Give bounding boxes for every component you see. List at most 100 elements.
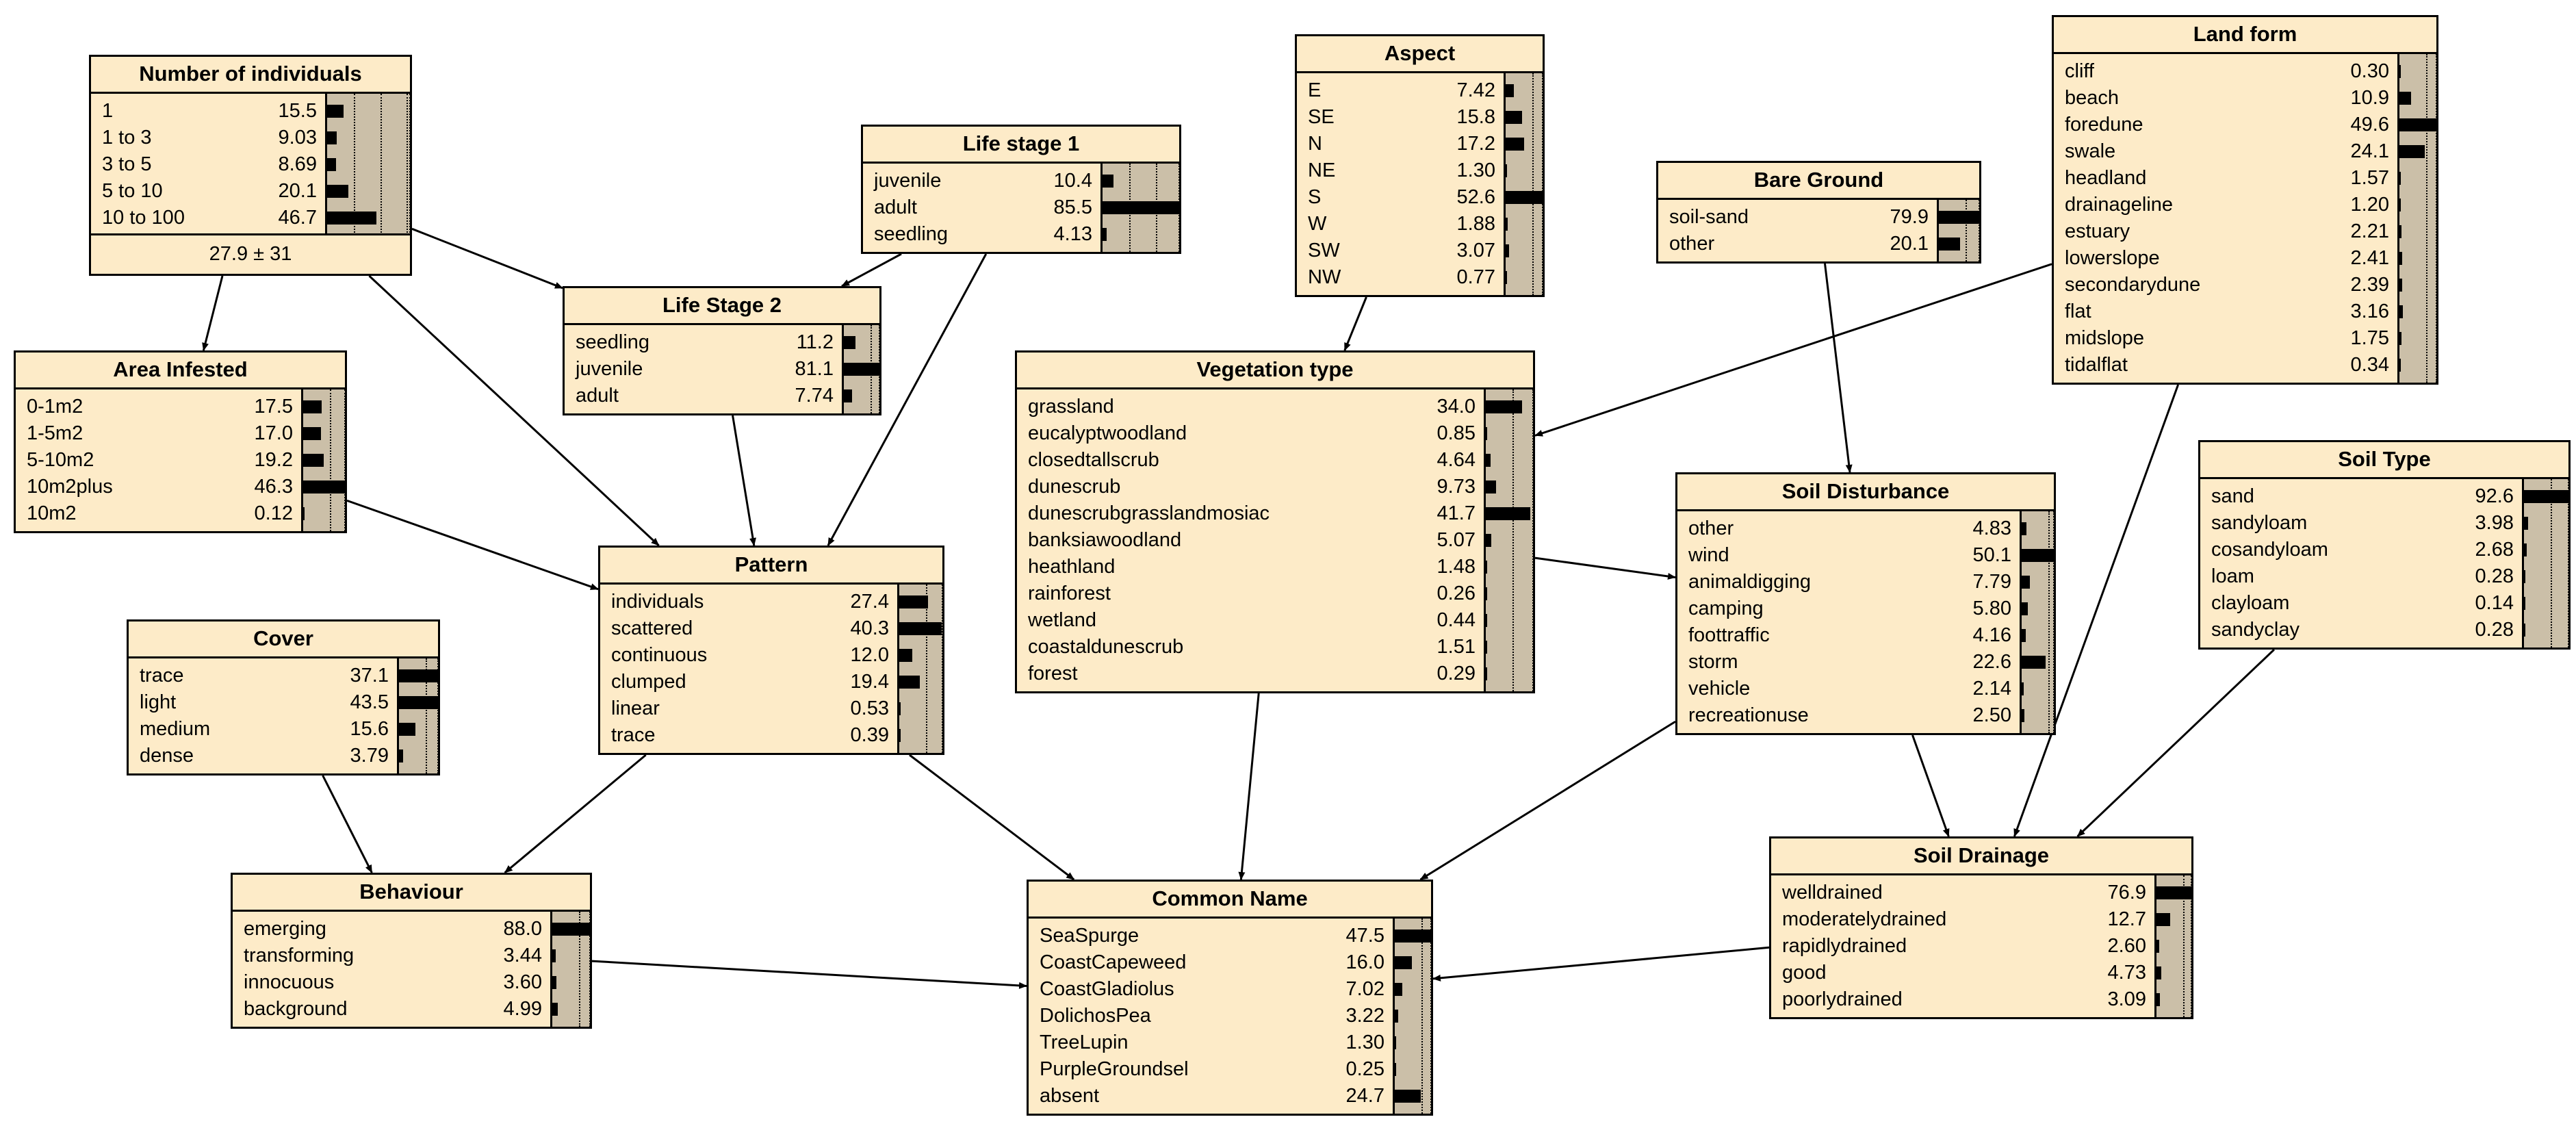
node-bare-ground[interactable]: Bare Groundsoil-sand79.9other20.1 — [1656, 161, 1981, 264]
state-row[interactable]: trace0.39 — [600, 722, 942, 749]
state-row[interactable]: storm22.6 — [1677, 649, 2054, 676]
node-cover[interactable]: Covertrace37.1light43.5medium15.6dense3.… — [127, 619, 440, 776]
node-life-stage-1[interactable]: Life stage 1juvenile10.4adult85.5seedlin… — [861, 125, 1181, 254]
state-row[interactable]: 1-5m217.0 — [16, 420, 345, 447]
state-row[interactable]: moderatelydrained12.7 — [1771, 906, 2191, 933]
state-row[interactable]: transforming3.44 — [233, 943, 590, 969]
state-row[interactable]: emerging88.0 — [233, 916, 590, 943]
state-row[interactable]: soil-sand79.9 — [1658, 204, 1979, 231]
state-row[interactable]: CoastGladiolus7.02 — [1029, 976, 1431, 1003]
state-row[interactable]: adult7.74 — [565, 383, 879, 409]
state-row[interactable]: NE1.30 — [1297, 157, 1543, 184]
state-row[interactable]: dunescrub9.73 — [1017, 474, 1533, 500]
state-row[interactable]: juvenile10.4 — [863, 168, 1179, 194]
state-row[interactable]: sandyclay0.28 — [2200, 617, 2568, 643]
state-row[interactable]: animaldigging7.79 — [1677, 569, 2054, 595]
state-row[interactable]: adult85.5 — [863, 194, 1179, 221]
node-land-form[interactable]: Land formcliff0.30beach10.9foredune49.6s… — [2052, 15, 2438, 385]
state-row[interactable]: DolichosPea3.22 — [1029, 1003, 1431, 1029]
state-row[interactable]: cliff0.30 — [2054, 58, 2436, 85]
state-row[interactable]: good4.73 — [1771, 960, 2191, 986]
state-row[interactable]: other4.83 — [1677, 515, 2054, 542]
state-row[interactable]: absent24.7 — [1029, 1083, 1431, 1110]
state-row[interactable]: clayloam0.14 — [2200, 590, 2568, 617]
state-row[interactable]: E7.42 — [1297, 77, 1543, 104]
state-row[interactable]: background4.99 — [233, 996, 590, 1023]
state-row[interactable]: foottraffic4.16 — [1677, 622, 2054, 649]
state-row[interactable]: lowerslope2.41 — [2054, 245, 2436, 272]
state-row[interactable]: sandyloam3.98 — [2200, 510, 2568, 537]
state-row[interactable]: 3 to 58.69 — [91, 151, 410, 178]
state-row[interactable]: scattered40.3 — [600, 615, 942, 642]
state-row[interactable]: welldrained76.9 — [1771, 880, 2191, 906]
state-row[interactable]: linear0.53 — [600, 695, 942, 722]
state-row[interactable]: vehicle2.14 — [1677, 676, 2054, 702]
node-life-stage-2[interactable]: Life Stage 2seedling11.2juvenile81.1adul… — [563, 286, 881, 415]
state-row[interactable]: rainforest0.26 — [1017, 580, 1533, 607]
state-row[interactable]: N17.2 — [1297, 131, 1543, 157]
state-row[interactable]: seedling4.13 — [863, 221, 1179, 248]
state-row[interactable]: rapidlydrained2.60 — [1771, 933, 2191, 960]
state-row[interactable]: dunescrubgrasslandmosiac41.7 — [1017, 500, 1533, 527]
state-row[interactable]: individuals27.4 — [600, 589, 942, 615]
state-row[interactable]: tidalflat0.34 — [2054, 352, 2436, 379]
state-row[interactable]: eucalyptwoodland0.85 — [1017, 420, 1533, 447]
state-row[interactable]: loam0.28 — [2200, 563, 2568, 590]
state-row[interactable]: SW3.07 — [1297, 238, 1543, 264]
state-row[interactable]: innocuous3.60 — [233, 969, 590, 996]
state-row[interactable]: recreationuse2.50 — [1677, 702, 2054, 729]
state-row[interactable]: midslope1.75 — [2054, 325, 2436, 352]
state-row[interactable]: cosandyloam2.68 — [2200, 537, 2568, 563]
state-row[interactable]: other20.1 — [1658, 231, 1979, 257]
state-row[interactable]: flat3.16 — [2054, 298, 2436, 325]
state-row[interactable]: headland1.57 — [2054, 165, 2436, 192]
state-row[interactable]: 10m2plus46.3 — [16, 474, 345, 500]
state-row[interactable]: 115.5 — [91, 98, 410, 125]
node-area-infested[interactable]: Area Infested0-1m217.51-5m217.05-10m219.… — [14, 350, 347, 533]
node-num-individuals[interactable]: Number of individuals115.51 to 39.033 to… — [89, 55, 412, 276]
state-row[interactable]: forest0.29 — [1017, 661, 1533, 687]
state-row[interactable]: banksiawoodland5.07 — [1017, 527, 1533, 554]
state-row[interactable]: SE15.8 — [1297, 104, 1543, 131]
state-row[interactable]: wind50.1 — [1677, 542, 2054, 569]
node-soil-disturbance[interactable]: Soil Disturbanceother4.83wind50.1animald… — [1675, 472, 2056, 735]
state-row[interactable]: grassland34.0 — [1017, 394, 1533, 420]
state-row[interactable]: NW0.77 — [1297, 264, 1543, 291]
node-aspect[interactable]: AspectE7.42SE15.8N17.2NE1.30S52.6W1.88SW… — [1295, 34, 1545, 297]
state-row[interactable]: sand92.6 — [2200, 483, 2568, 510]
state-row[interactable]: poorlydrained3.09 — [1771, 986, 2191, 1013]
state-row[interactable]: coastaldunescrub1.51 — [1017, 634, 1533, 661]
node-vegetation-type[interactable]: Vegetation typegrassland34.0eucalyptwood… — [1015, 350, 1535, 693]
state-row[interactable]: heathland1.48 — [1017, 554, 1533, 580]
state-row[interactable]: 5 to 1020.1 — [91, 178, 410, 205]
state-row[interactable]: 10m20.12 — [16, 500, 345, 527]
state-row[interactable]: estuary2.21 — [2054, 218, 2436, 245]
state-row[interactable]: trace37.1 — [129, 663, 438, 689]
state-row[interactable]: medium15.6 — [129, 716, 438, 743]
node-soil-type[interactable]: Soil Typesand92.6sandyloam3.98cosandyloa… — [2198, 440, 2571, 650]
state-row[interactable]: camping5.80 — [1677, 595, 2054, 622]
state-row[interactable]: CoastCapeweed16.0 — [1029, 949, 1431, 976]
state-row[interactable]: clumped19.4 — [600, 669, 942, 695]
state-row[interactable]: 0-1m217.5 — [16, 394, 345, 420]
node-behaviour[interactable]: Behaviouremerging88.0transforming3.44inn… — [231, 873, 592, 1029]
node-pattern[interactable]: Patternindividuals27.4scattered40.3conti… — [598, 546, 944, 755]
state-row[interactable]: S52.6 — [1297, 184, 1543, 211]
state-row[interactable]: W1.88 — [1297, 211, 1543, 238]
state-row[interactable]: juvenile81.1 — [565, 356, 879, 383]
state-row[interactable]: continuous12.0 — [600, 642, 942, 669]
state-row[interactable]: swale24.1 — [2054, 138, 2436, 165]
state-row[interactable]: seedling11.2 — [565, 329, 879, 356]
state-row[interactable]: secondarydune2.39 — [2054, 272, 2436, 298]
state-row[interactable]: light43.5 — [129, 689, 438, 716]
state-row[interactable]: closedtallscrub4.64 — [1017, 447, 1533, 474]
node-soil-drainage[interactable]: Soil Drainagewelldrained76.9moderatelydr… — [1769, 836, 2193, 1019]
state-row[interactable]: SeaSpurge47.5 — [1029, 923, 1431, 949]
state-row[interactable]: TreeLupin1.30 — [1029, 1029, 1431, 1056]
state-row[interactable]: PurpleGroundsel0.25 — [1029, 1056, 1431, 1083]
node-common-name[interactable]: Common NameSeaSpurge47.5CoastCapeweed16.… — [1027, 880, 1433, 1116]
state-row[interactable]: wetland0.44 — [1017, 607, 1533, 634]
state-row[interactable]: drainageline1.20 — [2054, 192, 2436, 218]
state-row[interactable]: dense3.79 — [129, 743, 438, 769]
state-row[interactable]: 10 to 10046.7 — [91, 205, 410, 231]
